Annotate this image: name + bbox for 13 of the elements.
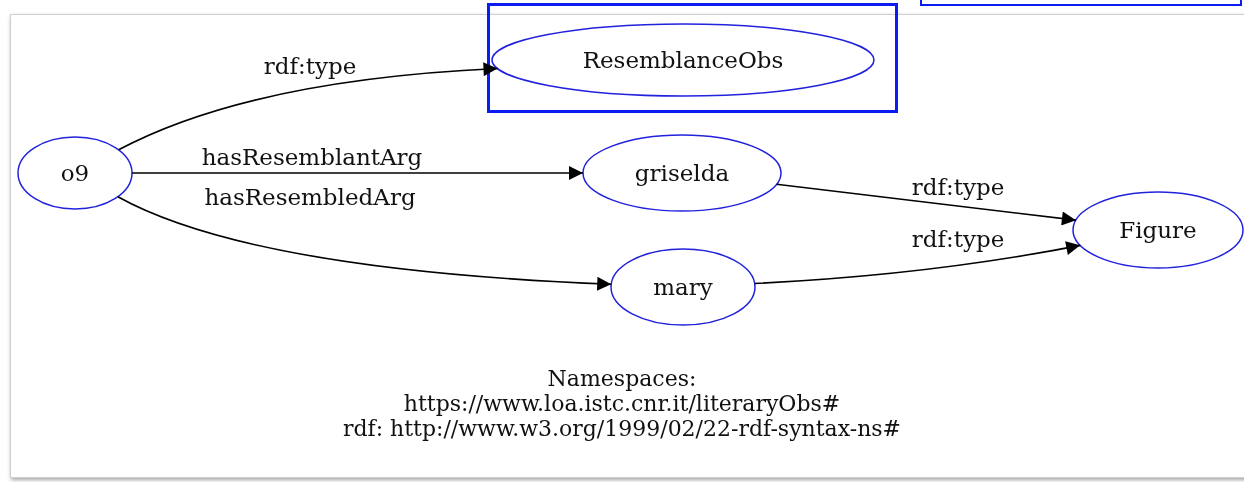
arrow — [117, 62, 499, 151]
arrow — [753, 241, 1082, 285]
node-label: o9 — [60, 160, 90, 186]
node-label: Figure — [1119, 217, 1197, 243]
node-label: griselda — [634, 160, 730, 186]
namespace-note: https://www.loa.istc.cnr.it/literaryObs# — [403, 391, 841, 416]
arrow — [775, 183, 1077, 226]
arrow — [117, 195, 612, 291]
node-label: ResemblanceObs — [582, 47, 784, 73]
namespace-note: Namespaces: — [547, 366, 697, 391]
namespace-note: rdf: http://www.w3.org/1999/02/22-rdf-syntax-ns# — [342, 416, 902, 441]
node-label: mary — [653, 274, 713, 300]
arrow — [131, 166, 584, 180]
